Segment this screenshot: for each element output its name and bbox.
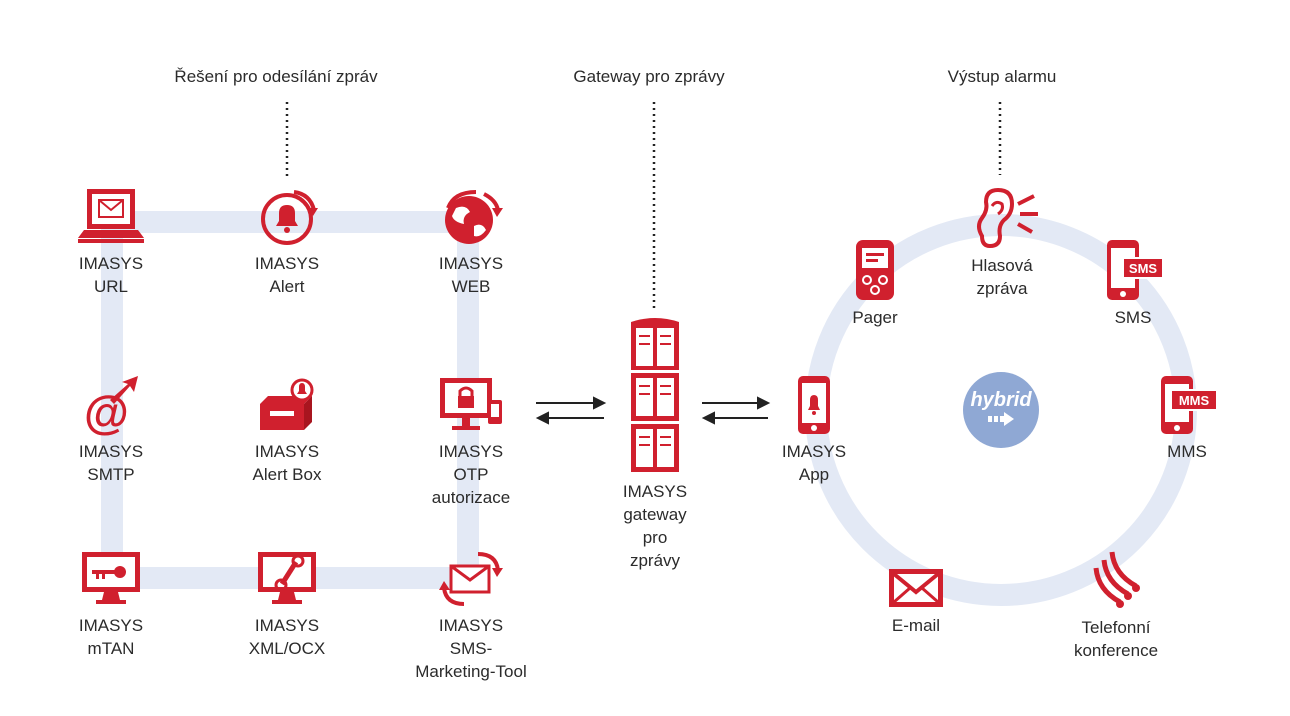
source-imasys-web[interactable]: IMASYS WEB: [391, 186, 551, 298]
conference-phone-icon: [1093, 551, 1140, 608]
otp-monitor-icon: [440, 378, 502, 430]
source-label-line: Alert Box: [252, 465, 322, 484]
app-phone-icon: [798, 376, 830, 434]
gateway-heading: Gateway pro zprávy: [573, 67, 725, 86]
source-label-line: IMASYS: [438, 616, 504, 635]
alert-box-icon: [260, 378, 314, 430]
envelope-icon: [889, 569, 943, 607]
sms-badge: SMS: [1129, 261, 1158, 276]
output-label-line: IMASYS: [781, 442, 847, 461]
alert-bell-icon: [261, 190, 318, 245]
source-imasys-url[interactable]: IMASYS URL: [31, 186, 191, 298]
output-label-line: zpráva: [976, 279, 1028, 298]
output-label-line: Pager: [852, 308, 898, 327]
source-label-line: IMASYS: [438, 442, 504, 461]
source-label-line: XML/OCX: [248, 639, 326, 658]
source-label-line: Marketing-Tool: [415, 662, 527, 681]
output-heading: Výstup alarmu: [947, 67, 1057, 86]
source-imasys-otp[interactable]: IMASYS OTP autorizace: [391, 374, 551, 509]
gateway-label-line: IMASYS: [622, 482, 688, 501]
output-label-line: MMS: [1167, 442, 1207, 461]
output-email[interactable]: E-mail: [836, 566, 996, 637]
gateway-label-line: gateway: [623, 505, 687, 524]
source-imasys-mtan[interactable]: IMASYS mTAN: [31, 548, 191, 660]
hybrid-arrow-icon: [988, 412, 1014, 426]
sms-phone-icon: SMS: [1107, 240, 1164, 300]
server-icon: [631, 318, 679, 472]
source-label-line: WEB: [451, 277, 491, 296]
source-imasys-xml-ocx[interactable]: IMASYS XML/OCX: [207, 548, 367, 660]
source-label-line: IMASYS: [78, 616, 144, 635]
mms-badge: MMS: [1179, 393, 1210, 408]
right-exchange-arrows: [701, 396, 771, 425]
hybrid-label: hybrid: [970, 389, 1032, 411]
source-label-line: autorizace: [431, 488, 511, 507]
gateway-node[interactable]: IMASYS gateway pro zprávy: [575, 316, 735, 572]
source-label-line: IMASYS: [254, 616, 320, 635]
source-label-line: IMASYS: [254, 254, 320, 273]
output-label-line: E-mail: [891, 616, 941, 635]
hybrid-hub: hybrid: [963, 372, 1039, 448]
output-label-line: SMS: [1114, 308, 1152, 327]
output-imasys-app[interactable]: IMASYS App: [734, 374, 894, 486]
source-label-line: IMASYS: [438, 254, 504, 273]
source-imasys-alert-box[interactable]: IMASYS Alert Box: [207, 374, 367, 486]
output-sms[interactable]: SMS SMS: [1053, 238, 1213, 329]
source-label-line: SMS-: [449, 639, 493, 658]
source-label-line: IMASYS: [78, 442, 144, 461]
source-label-line: OTP: [453, 465, 489, 484]
output-phone-conference[interactable]: Telefonní konference: [1036, 546, 1196, 662]
plug-monitor-icon: [258, 552, 316, 604]
source-imasys-alert[interactable]: IMASYS Alert: [207, 186, 367, 298]
mms-phone-icon: MMS: [1161, 376, 1218, 434]
laptop-mail-icon: [78, 189, 144, 243]
left-exchange-arrows: [535, 396, 607, 425]
output-label-line: App: [798, 465, 830, 484]
source-label-line: SMTP: [87, 465, 135, 484]
ear-icon: [977, 187, 1038, 249]
source-label-line: mTAN: [87, 639, 135, 658]
output-label-line: Telefonní: [1081, 618, 1151, 637]
at-sign-icon: @: [84, 376, 138, 436]
output-pager[interactable]: Pager: [795, 238, 955, 329]
output-voice-message[interactable]: Hlasová zpráva: [922, 186, 1082, 300]
source-label-line: IMASYS: [78, 254, 144, 273]
gateway-label-line: pro: [642, 528, 668, 547]
source-label-line: Alert: [269, 277, 305, 296]
source-imasys-sms-marketing-tool[interactable]: IMASYS SMS- Marketing-Tool: [391, 548, 551, 683]
pager-icon: [856, 240, 894, 300]
envelope-cycle-icon: [439, 552, 503, 606]
output-mms[interactable]: MMS MMS: [1107, 374, 1267, 463]
source-imasys-smtp[interactable]: @ IMASYS SMTP: [31, 374, 191, 486]
sources-heading: Řešení pro odesílání zpráv: [174, 67, 378, 86]
key-monitor-icon: [82, 552, 140, 604]
output-label-line: konference: [1073, 641, 1159, 660]
globe-web-icon: [445, 190, 503, 244]
source-label-line: IMASYS: [254, 442, 320, 461]
gateway-label-line: zprávy: [629, 551, 681, 570]
source-label-line: URL: [93, 277, 128, 296]
output-label-line: Hlasová: [971, 256, 1033, 275]
